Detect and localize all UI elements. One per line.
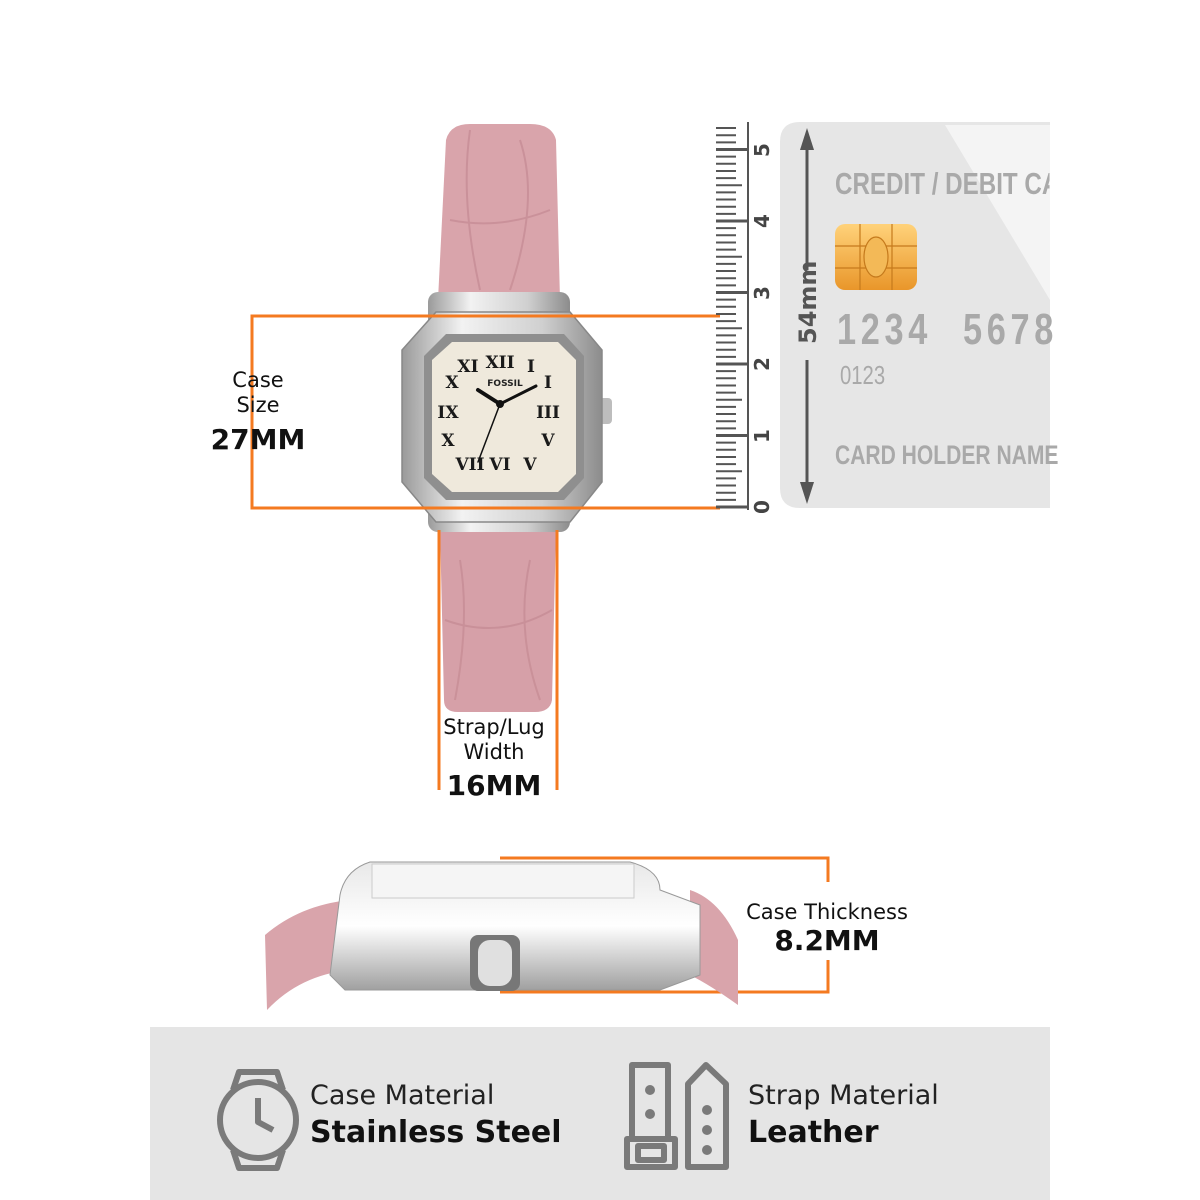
case-size-value: 27MM: [210, 423, 306, 456]
svg-text:X: X: [441, 431, 455, 451]
card-number-2: 5678: [963, 305, 1059, 354]
svg-text:VII: VII: [454, 455, 484, 475]
svg-text:V: V: [522, 455, 537, 475]
case-thickness-label: Case Thickness: [746, 900, 908, 924]
case-thickness-value: 8.2MM: [774, 924, 880, 957]
watch-icon: [217, 1069, 299, 1171]
ruler-label: 5: [749, 142, 774, 157]
svg-text:XI: XI: [457, 357, 478, 377]
features-band: [150, 1027, 1050, 1200]
card-small-number: 0123: [840, 360, 886, 390]
thickness-bracket: [500, 856, 830, 882]
strap-material-label: Strap Material: [748, 1080, 939, 1111]
card-number-1: 1234: [837, 305, 933, 354]
case-material-value: Stainless Steel: [310, 1115, 562, 1150]
svg-text:III: III: [536, 403, 560, 423]
case-size-bracket: [250, 314, 720, 510]
credit-card: [780, 122, 1050, 508]
svg-text:I: I: [527, 357, 535, 377]
strap-side-left: [265, 900, 350, 1010]
card-holder: CARD HOLDER NAME: [835, 440, 1059, 470]
svg-text:X: X: [445, 373, 459, 393]
svg-text:IX: IX: [437, 403, 459, 423]
ruler-label: 2: [749, 357, 774, 371]
ruler-label: 3: [749, 285, 774, 300]
svg-text:I: I: [544, 373, 552, 393]
case-material-label: Case Material: [310, 1080, 495, 1111]
ruler-label: 0: [749, 500, 774, 514]
watch-dial: [432, 342, 576, 492]
ruler-label: 1: [749, 428, 774, 443]
brand-logo: FOSSIL: [487, 379, 523, 389]
card-title: CREDIT / DEBIT CARD: [835, 166, 1050, 201]
svg-text:V: V: [540, 431, 555, 451]
svg-text:XII: XII: [485, 353, 514, 373]
strap-width-value: 16MM: [446, 769, 542, 802]
strap-top: [438, 124, 560, 300]
strap-material-value: Leather: [748, 1115, 879, 1150]
ruler-label: 4: [749, 214, 774, 228]
strap-side-right: [690, 890, 738, 1005]
card-height-label: 54mm: [794, 260, 822, 344]
svg-text:VI: VI: [488, 455, 510, 475]
strap-icon: [624, 1062, 729, 1170]
